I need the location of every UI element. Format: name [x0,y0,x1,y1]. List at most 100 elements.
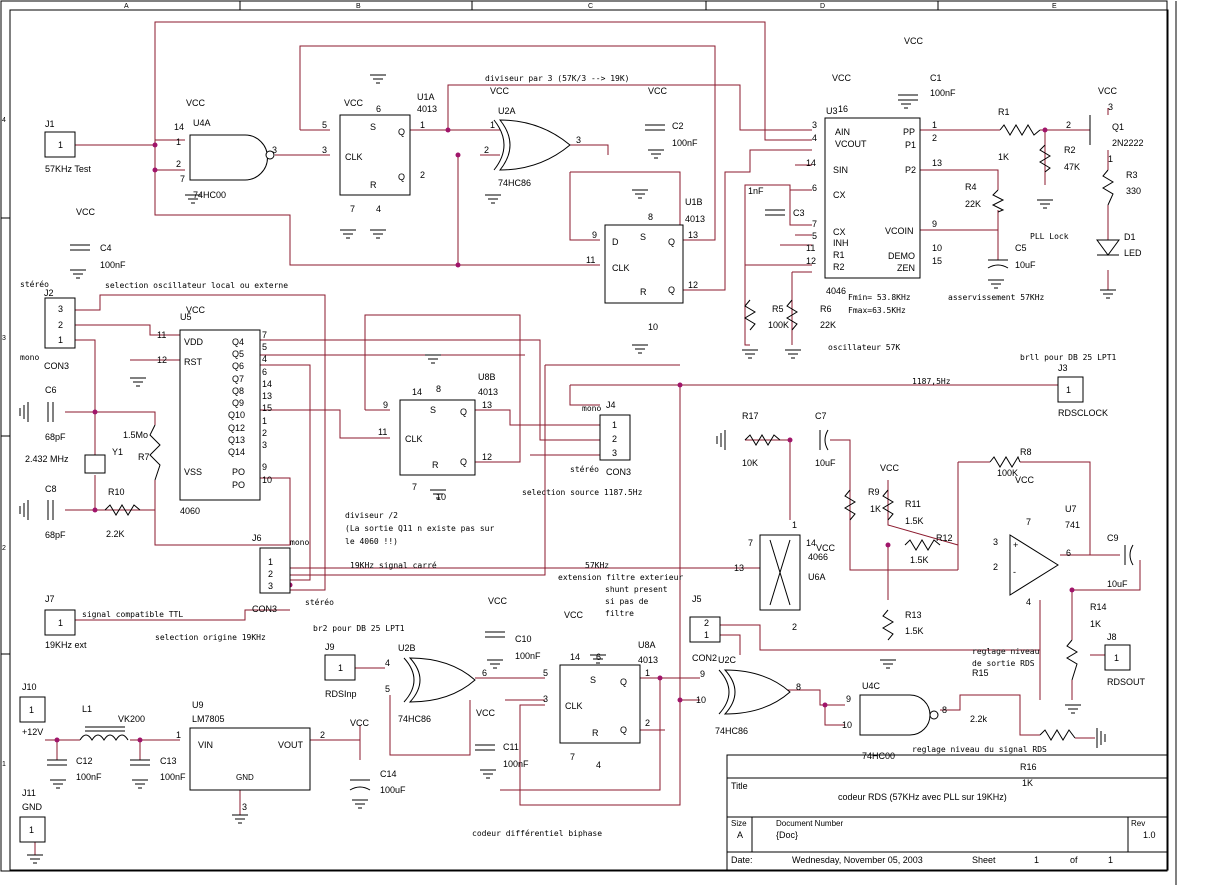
label-u5-part: 4060 [180,506,200,516]
size-value: A [737,830,743,840]
date-label: Date: [731,855,753,865]
pinnum-u8a-14: 14 [570,652,580,662]
label-c1: C1 [930,73,942,83]
pinnum-u5-4: 4 [262,354,267,364]
label-c13-val: 100nF [160,772,186,782]
label-c7: C7 [815,411,827,421]
pinnum-u3-5: 5 [812,231,817,241]
pinnum-u8b-14: 14 [412,387,422,397]
pin-u3-vcout: VCOUT [835,139,867,149]
label-c8: C8 [45,484,57,494]
label-j3-desc: RDSCLOCK [1058,408,1108,418]
label-br2: br2 pour DB 25 LPT1 [313,624,405,633]
label-osc57: oscillateur 57K [828,343,900,352]
label-fmin: Fmin= 53.8KHz [848,293,911,302]
pin-names: S Q CLK R Q D S Q CLK R Q PP P1 P2 AIN V… [184,122,1018,738]
pinnum-u6a-7: 7 [748,538,753,548]
label-j6: J6 [252,533,262,543]
pinnum-u2a-3: 3 [576,135,581,145]
pinnum-u8a-2: 2 [645,718,650,728]
pin-u1a-clk: CLK [345,152,363,162]
label-u2b: U2B [398,643,416,653]
pinnum-u3-9: 9 [932,219,937,229]
pinnum-u2a-2: 2 [484,145,489,155]
label-sig19: 19KHz signal carré [350,560,437,570]
pin-u5-q13: Q13 [228,435,245,445]
label-y1: Y1 [112,447,123,457]
pin-u1a-s: S [370,122,376,132]
label-vin: VIN [198,740,213,750]
pinnum-u3-2: 2 [932,133,937,143]
pinnum-u4c-10: 10 [842,720,852,730]
label-r15: R15 [972,668,989,678]
date-value: Wednesday, November 05, 2003 [792,855,923,865]
pinnum-j9-1: 1 [338,663,343,673]
label-r7: R7 [138,452,150,462]
pinnum-u1a-5: 5 [322,120,327,130]
label-biphase: codeur différentiel biphase [472,828,602,838]
pinnum-u2c-8: 8 [796,682,801,692]
pin-u1b-r: R [640,287,647,297]
label-u6a: U6A [808,572,826,582]
pin-u1b-clk: CLK [612,263,630,273]
pin-u8a-clk: CLK [565,701,583,711]
col-label-e: E [1052,3,1057,10]
label-u8a: U8A [638,640,656,650]
label-l1: L1 [82,704,92,714]
pinnum-j2-2: 2 [58,320,63,330]
pinnum-u3-11: 11 [806,243,815,253]
pinnum-u9-3: 3 [242,802,247,812]
label-sel-orig: selection origine 19KHz [155,633,266,642]
pinnum-u4a-1: 1 [176,137,181,147]
pinnum-j5-1: 1 [704,630,709,640]
label-r12: R12 [936,533,953,543]
label-c14-val: 100uF [380,785,406,795]
pinnum-u7-3: 3 [993,537,998,547]
pinnum-u1b-13: 13 [688,230,698,240]
label-r1-val: 1K [998,152,1009,162]
pin-numbers: 1 14 2 7 3 5 3 1 2 6 4 7 1 2 3 9 11 13 1… [29,102,1119,835]
label-j4-con3: CON3 [606,467,631,477]
pinnum-u7-4: 4 [1026,597,1031,607]
pinnum-u1a-4: 4 [376,204,381,214]
pinnum-j2-1: 1 [58,335,63,345]
pin-u5-q7: Q7 [232,374,244,384]
pinnum-q1-2: 2 [1066,120,1071,130]
pinnum-u5-1: 1 [262,416,267,426]
label-r9-val: 1K [870,504,881,514]
vcc-u1a: VCC [344,98,364,108]
pinnum-j10-1: 1 [29,705,34,715]
pin-u3-p1: P1 [905,140,916,150]
pinnum-u2b-5: 5 [385,684,390,694]
vcc-c2: VCC [648,86,668,96]
label-c6: C6 [45,385,57,395]
pin-u3-inh: INH [833,238,849,248]
label-u6a-part: 4066 [808,552,828,562]
label-c11: C11 [503,742,519,752]
vcc-u5: VCC [186,305,206,315]
pin-u3-p2: P2 [905,165,916,175]
pinnum-q1-3: 3 [1108,102,1113,112]
label-c9-val: 10uF [1107,579,1128,589]
label-u3: U3 [826,106,838,116]
pin-u5-rst: RST [184,357,203,367]
vcc-r9: VCC [880,463,900,473]
label-j2: J2 [44,288,54,298]
label-y1-val: 2.432 MHz [25,454,69,464]
pinnum-u2a-1: 1 [490,120,495,130]
label-brll: brll pour DB 25 LPT1 [1020,353,1117,362]
label-j7: J7 [45,594,55,604]
pin-u5-pon: PO [232,480,245,490]
label-u1b-part: 4013 [685,214,705,224]
pin-u5-po: PO [232,467,245,477]
label-r10: R10 [108,487,125,497]
label-c8-val: 68pF [45,530,66,540]
pinnum-j4-1: 1 [612,420,617,430]
vcc-u8a: VCC [564,610,584,620]
pin-u8a-qn: Q [620,725,627,735]
col-label-c: C [588,3,593,10]
pinnum-u5-3: 3 [262,440,267,450]
pin-u5-q5: Q5 [232,349,244,359]
pin-u1a-q: Q [398,127,405,137]
passives [47,94,1134,791]
